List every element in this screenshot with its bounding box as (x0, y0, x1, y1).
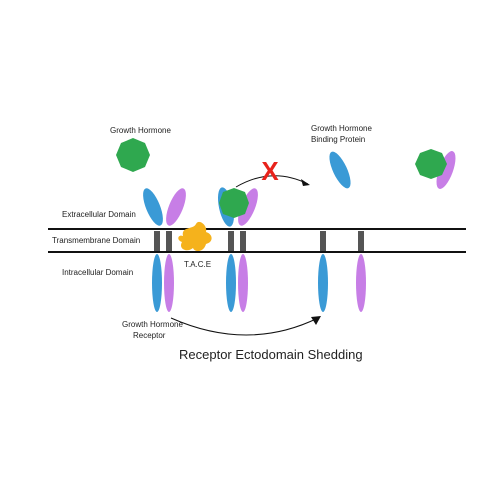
intracellular-domain-label: Intracellular Domain (62, 268, 133, 277)
transmembrane-block (154, 231, 160, 251)
receptor-blue-intracellular (226, 254, 236, 312)
remnant-purple-intracellular (356, 254, 366, 312)
transmembrane-block (240, 231, 246, 251)
receptor-dimer-unbound (143, 188, 186, 312)
receptor-purple-extracellular (166, 188, 186, 226)
remnant-blue-intracellular (318, 254, 328, 312)
transmembrane-block (320, 231, 326, 251)
shedding-arrow-head (311, 316, 321, 325)
receptor-purple-intracellular (164, 254, 174, 312)
extracellular-domain-label: Extracellular Domain (62, 210, 136, 219)
receptor-purple-intracellular (238, 254, 248, 312)
ghbp-label-line2: Binding Protein (311, 135, 365, 144)
receptor-blue-extracellular (143, 188, 163, 226)
receptor-blue-intracellular (152, 254, 162, 312)
transmembrane-block (358, 231, 364, 251)
receptor-label-line1: Growth Hormone (122, 320, 183, 329)
receptor-label-line2: Receptor (133, 331, 166, 340)
diagram-title: Receptor Ectodomain Shedding (179, 347, 363, 362)
receptor-remnants (318, 231, 366, 312)
blocked-shedding-arrow (235, 175, 309, 188)
receptor-dimer-bound (217, 187, 258, 312)
bound-growth-hormone (219, 188, 249, 218)
growth-hormone-molecule (116, 138, 150, 172)
transmembrane-block (166, 231, 172, 251)
tace-label: T.A.C.E (184, 260, 211, 269)
transmembrane-domain-label: Transmembrane Domain (52, 236, 140, 245)
growth-hormone-label: Growth Hormone (110, 126, 171, 135)
receptor-purple-extracellular (238, 188, 258, 226)
complex-growth-hormone (415, 149, 447, 179)
binding-protein-complex-purple (436, 151, 456, 189)
blocked-mark: X (261, 156, 279, 186)
shedding-arrow (170, 317, 319, 336)
transmembrane-block (228, 231, 234, 251)
ghbp-label-line1: Growth Hormone (311, 124, 372, 133)
blocked-arrow-head (301, 179, 310, 186)
binding-protein (329, 151, 351, 189)
tace-enzyme (178, 221, 212, 252)
